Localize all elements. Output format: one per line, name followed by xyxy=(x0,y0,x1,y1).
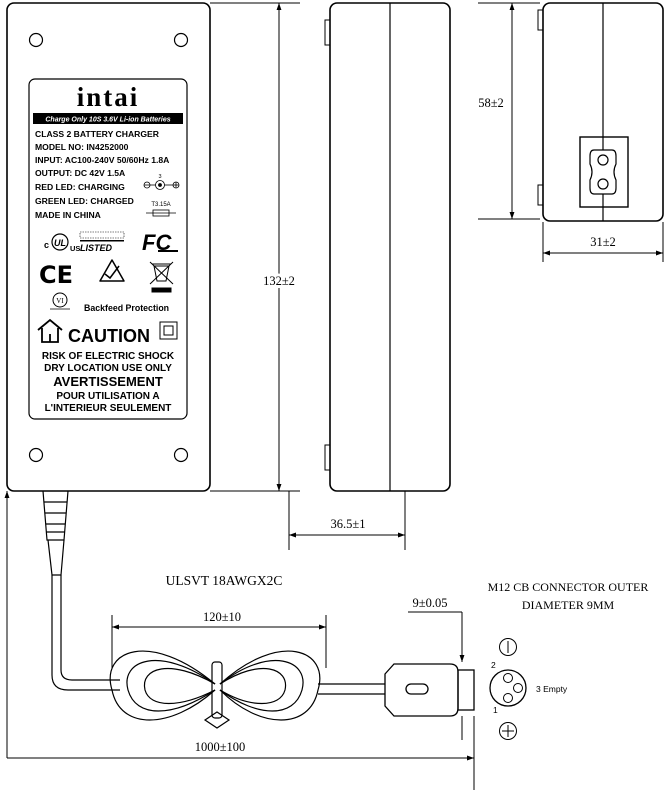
pin-3-empty xyxy=(513,683,523,693)
warning-line: RISK OF ELECTRIC SHOCK xyxy=(42,351,175,362)
spec-line: RED LED: CHARGING xyxy=(35,182,125,192)
ul-us: US xyxy=(70,244,80,253)
dimension-lines xyxy=(4,2,664,790)
rcm-mark xyxy=(99,259,125,282)
polarity-symbol xyxy=(143,180,180,190)
screw-hole xyxy=(173,32,189,48)
svg-text:UL: UL xyxy=(54,238,66,248)
ul-listed-mark: c UL US LISTED xyxy=(44,231,125,253)
charger-side-view xyxy=(324,2,451,492)
spec-line: GREEN LED: CHARGED xyxy=(35,196,134,206)
ce-mark: CE xyxy=(39,261,73,289)
dim-cable-loop: 120±10 xyxy=(203,610,241,624)
spec-line: OUTPUT: DC 42V 1.5A xyxy=(35,168,125,178)
screw-hole xyxy=(173,447,189,463)
charger-front-view xyxy=(6,2,211,492)
connector-face xyxy=(489,669,527,707)
french-line: L'INTERIEUR SEULEMENT xyxy=(45,403,172,414)
double-square-icon xyxy=(159,321,178,340)
weee-bin-icon xyxy=(149,261,174,293)
spec-line: CLASS 2 BATTERY CHARGER xyxy=(35,129,160,139)
avertissement-title: AVERTISSEMENT xyxy=(53,374,163,389)
spec-line: MADE IN CHINA xyxy=(35,210,101,220)
connector-title-line1: M12 CB CONNECTOR OUTER xyxy=(488,580,649,594)
pin-1-label: 1 xyxy=(493,705,498,715)
spec-label-panel xyxy=(28,78,188,420)
vi-text: VI xyxy=(56,297,64,305)
charger-end-view xyxy=(537,2,664,222)
negative-terminal-icon xyxy=(499,638,517,656)
connector-pinout xyxy=(489,638,527,740)
cable xyxy=(51,575,385,729)
spec-line: MODEL NO: IN4252000 xyxy=(35,142,129,152)
ac-inlet-socket xyxy=(589,149,617,195)
brand-logo: intai xyxy=(77,82,140,112)
dim-cable-total: 1000±100 xyxy=(195,740,246,754)
screw-hole xyxy=(28,32,44,48)
dim-pin-spacing: 9±0.05 xyxy=(413,596,448,610)
pin-2-label: 2 xyxy=(491,660,496,670)
dim-width: 31±2 xyxy=(590,235,616,249)
ul-listed: LISTED xyxy=(80,243,113,253)
spec-label: intai Charge Only 10S 3.6V Li-ion Batter… xyxy=(33,82,183,414)
pin-2 xyxy=(503,673,513,683)
strain-relief xyxy=(42,490,69,576)
ul-c: c xyxy=(44,240,49,250)
pin-1 xyxy=(503,693,513,703)
efficiency-vi-mark: VI xyxy=(50,292,70,310)
dim-length: 132±2 xyxy=(263,274,295,288)
fuse-symbol xyxy=(146,209,176,217)
backfeed-text: Backfeed Protection xyxy=(84,303,169,313)
dc-plug xyxy=(384,663,475,717)
cable-spec: ULSVT 18AWGX2C xyxy=(166,573,283,588)
ac-inlet xyxy=(579,136,629,208)
pin-3-label: 3 Empty xyxy=(536,684,568,694)
dim-height: 58±2 xyxy=(478,96,504,110)
screw-hole xyxy=(28,447,44,463)
polarity-pin-number: 3 xyxy=(158,174,161,180)
dimension-labels: 132±2 58±2 31±2 36.5±1 120±10 9±0.05 100… xyxy=(166,96,649,754)
caution-title: CAUTION xyxy=(68,326,150,346)
french-line: POUR UTILISATION A xyxy=(56,391,159,402)
fcc-mark: FC xyxy=(142,230,178,255)
banner-bar xyxy=(33,113,183,124)
positive-terminal-icon xyxy=(499,722,517,740)
warning-line: DRY LOCATION USE ONLY xyxy=(44,363,172,374)
banner-text: Charge Only 10S 3.6V Li-ion Batteries xyxy=(45,117,170,124)
connector-title-line2: DIAMETER 9MM xyxy=(522,598,615,612)
fuse-rating: T3.15A xyxy=(151,202,170,208)
spec-line: INPUT: AC100-240V 50/60Hz 1.8A xyxy=(35,155,169,165)
dim-thickness: 36.5±1 xyxy=(331,517,366,531)
house-icon xyxy=(37,318,63,343)
